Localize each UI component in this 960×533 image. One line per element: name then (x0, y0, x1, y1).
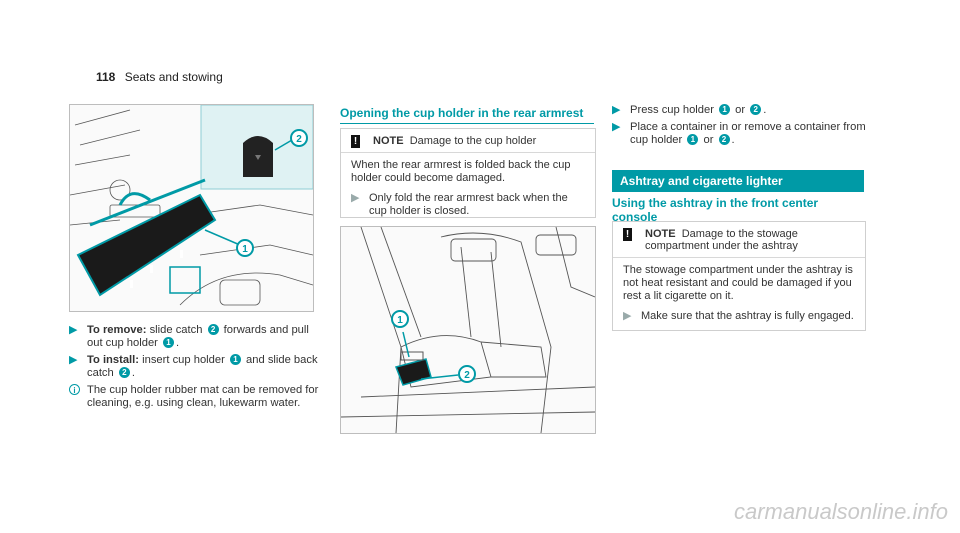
section-title: Seats and stowing (124, 70, 223, 84)
note-box-ashtray: ! NOTE Damage to the stowage compartment… (612, 221, 866, 331)
svg-text:1: 1 (242, 244, 248, 255)
callout-1: 1 (236, 239, 254, 257)
warning-icon: ! (351, 135, 360, 148)
arrow-icon: ▶ (623, 310, 632, 322)
ref-badge: 2 (207, 324, 219, 335)
step-remove: ▶ To remove: slide catch 2 forwards and … (69, 324, 309, 349)
arrow-icon: ▶ (612, 104, 621, 116)
rear-armrest-illustration: 1 2 (340, 226, 596, 434)
ref-badge: 1 (229, 354, 241, 365)
arrow-icon: ▶ (69, 324, 78, 336)
svg-text:2: 2 (296, 134, 302, 145)
note-box-armrest: ! NOTE Damage to the cup holder When the… (340, 128, 596, 218)
ref-badge: 2 (718, 134, 730, 145)
note-body: The stowage compartment under the ashtra… (623, 264, 854, 322)
page-number: 118 (96, 70, 116, 84)
arrow-icon: ▶ (69, 354, 78, 366)
info-note: i The cup holder rubber mat can be remov… (69, 384, 324, 410)
note-header: ! NOTE Damage to the cup holder (341, 129, 595, 153)
ref-badge: 1 (163, 337, 175, 348)
armrest-drawing: 1 2 (341, 227, 595, 433)
callout-2: 2 (458, 365, 476, 383)
info-icon: i (69, 384, 80, 395)
callout-2: 2 (290, 129, 308, 147)
ref-badge: 1 (719, 104, 731, 115)
warning-icon: ! (623, 228, 632, 241)
cup-holder-console-illustration: 1 2 (69, 104, 314, 312)
note-body: When the rear armrest is folded back the… (351, 159, 571, 217)
callout-1: 1 (391, 310, 409, 328)
ref-badge: 2 (750, 104, 762, 115)
ref-badge: 1 (687, 134, 699, 145)
watermark: carmanualsonline.info (733, 499, 948, 524)
svg-text:2: 2 (464, 370, 470, 381)
page-header: 118 Seats and stowing (96, 70, 223, 84)
svg-text:1: 1 (397, 315, 403, 326)
step-place: ▶ Place a container in or remove a conta… (612, 121, 866, 146)
ashtray-section-title: Ashtray and cigarette lighter (612, 170, 864, 192)
step-install: ▶ To install: insert cup holder 1 and sl… (69, 354, 318, 379)
arrow-icon: ▶ (612, 121, 621, 133)
step-press: ▶ Press cup holder 1 or 2. (612, 104, 767, 116)
note-header: ! NOTE Damage to the stowage compartment… (613, 222, 865, 258)
arrow-icon: ▶ (351, 192, 360, 204)
ref-badge: 2 (118, 367, 130, 378)
cup-holder-heading: Opening the cup holder in the rear armre… (340, 106, 594, 124)
console-drawing: 1 2 (70, 105, 313, 311)
